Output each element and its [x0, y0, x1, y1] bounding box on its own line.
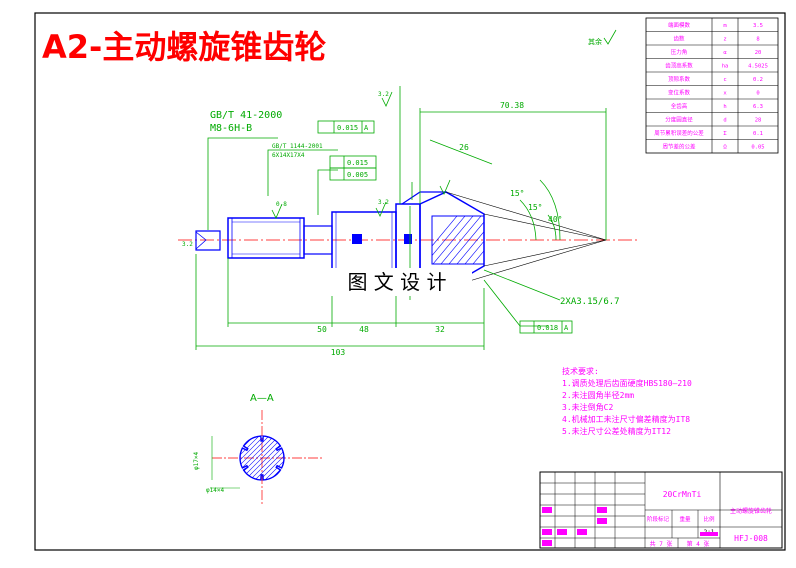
requirement-3: 3.未注倒角C2 — [562, 402, 613, 412]
watermark-box — [322, 268, 472, 296]
roughness-b: 3.2 — [378, 199, 389, 206]
param-val: 4.5025 — [748, 64, 768, 70]
param-sym: α — [723, 50, 727, 56]
param-name: 周节差的公差 — [662, 143, 696, 151]
param-sym: ha — [722, 64, 729, 70]
scale-header: 比例 — [703, 515, 715, 523]
param-sym: c — [723, 77, 726, 83]
watermark-text: 图 文 设 计 — [347, 270, 446, 294]
key-mark — [352, 234, 362, 244]
param-val: 0.05 — [751, 145, 764, 151]
param-sym: h — [723, 104, 726, 110]
param-val: 20 — [755, 50, 762, 56]
angle-2: 15° — [528, 203, 542, 212]
spline-section — [331, 211, 397, 271]
section-dim-1: φ17×4 — [193, 452, 200, 470]
roughness-corner-mark: 其余 — [588, 29, 617, 46]
param-name: 齿顶高系数 — [665, 62, 693, 70]
tol-1: 0.015 — [337, 124, 358, 132]
section-dim-2: φ14×4 — [206, 487, 224, 494]
dim-32: 32 — [435, 325, 445, 334]
tol-3: 0.005 — [347, 171, 368, 179]
dim-26: 26 — [459, 143, 469, 152]
dimension-texts: GB/T 41-2000 M8-6H-B GB/T 1144-2001 6X14… — [182, 91, 620, 357]
dim-50: 50 — [317, 325, 327, 334]
param-val: 3.5 — [753, 23, 763, 29]
dim-total: 103 — [331, 348, 346, 357]
requirement-5: 5.未注尺寸公差处精度为IT12 — [562, 426, 671, 436]
drawing-number-label: HFJ-008 — [734, 534, 768, 543]
part-name-label: 主动螺旋锥齿轮 — [730, 507, 772, 515]
spline-label: 6X14X17X4 — [272, 152, 305, 159]
tol-1-datum: A — [364, 124, 369, 132]
drawing-frame — [34, 12, 786, 551]
param-val: 28 — [755, 118, 762, 124]
stage-header: 阶段标记 — [647, 515, 670, 523]
material-label: 20CrMnTi — [663, 490, 702, 499]
sheet-number: 第 4 张 — [687, 540, 710, 548]
requirement-2: 2.未注圆角半径2mm — [562, 390, 634, 400]
roughness-a: 0.8 — [276, 201, 287, 208]
gear-section-hatch — [431, 215, 485, 265]
tol-5-datum: A — [564, 324, 569, 332]
dim-48: 48 — [359, 325, 369, 334]
param-sym: Ω — [723, 145, 727, 151]
param-name: 变位系数 — [668, 89, 691, 97]
param-val: 0.2 — [753, 77, 763, 83]
center-hole-label: 2XA3.15/6.7 — [560, 297, 620, 307]
param-name: 端面模数 — [668, 21, 691, 29]
param-name: 齿数 — [673, 35, 685, 43]
requirement-1: 1.调质处理后齿面硬度HBS180—210 — [562, 378, 692, 388]
param-sym: d — [723, 118, 726, 124]
weight-header: 重量 — [679, 515, 691, 523]
param-name: 全齿高 — [671, 102, 688, 110]
param-sym: Σ — [723, 131, 727, 137]
param-name: 顶隙系数 — [668, 75, 691, 83]
gear-parameter-table: 端面模数 m 3.5 齿数 z 8 压力角 α 20 齿顶高系数 ha 4.5025 顶隙系数 c 0.2 变… — [645, 17, 779, 154]
param-sym: z — [723, 37, 726, 43]
requirement-4: 4.机械加工未注尺寸偏差精度为IT8 — [562, 414, 690, 424]
dim-70-38: 70.38 — [500, 101, 524, 110]
param-val: 8 — [756, 37, 759, 43]
dim-left: 3.2 — [182, 241, 193, 248]
param-val: 0.1 — [753, 131, 763, 137]
std2-label: GB/T 1144-2001 — [272, 143, 323, 150]
param-val: 0 — [756, 91, 759, 97]
param-name: 周节累积误差的公差 — [654, 129, 704, 137]
param-name: 分度圆直径 — [665, 116, 693, 124]
section-label: A—A — [250, 393, 274, 404]
angle-3: 40° — [548, 215, 562, 224]
drawing-title: A2-主动螺旋锥齿轮 — [42, 28, 326, 66]
tolerance-frames: 0.015 A 0.015 0.005 0.018 A — [317, 120, 573, 334]
roughness-corner-label: 其余 — [588, 37, 602, 46]
technical-requirements: 技术要求: 1.调质处理后齿面硬度HBS180—210 2.未注圆角半径2mm … — [562, 366, 692, 436]
thread-spec-label: M8-6H-B — [210, 123, 252, 134]
param-sym: x — [723, 91, 727, 97]
threaded-section — [227, 217, 305, 259]
sheets-total: 共 7 张 — [650, 540, 673, 548]
param-sym: m — [723, 23, 727, 29]
tol-5: 0.018 — [537, 324, 558, 332]
tol-2: 0.015 — [347, 159, 368, 167]
angle-1: 15° — [510, 189, 524, 198]
shaft-end-pin — [195, 230, 221, 251]
param-name: 压力角 — [671, 48, 688, 56]
section-a-a-view: A—A φ17×4 φ14×4 — [193, 393, 322, 506]
thread-standard-label: GB/T 41-2000 — [210, 110, 282, 121]
roughness-marks — [271, 91, 451, 219]
param-val: 6.3 — [753, 104, 763, 110]
roughness-c: 3.2 — [378, 91, 389, 98]
requirements-heading: 技术要求: — [562, 366, 599, 376]
